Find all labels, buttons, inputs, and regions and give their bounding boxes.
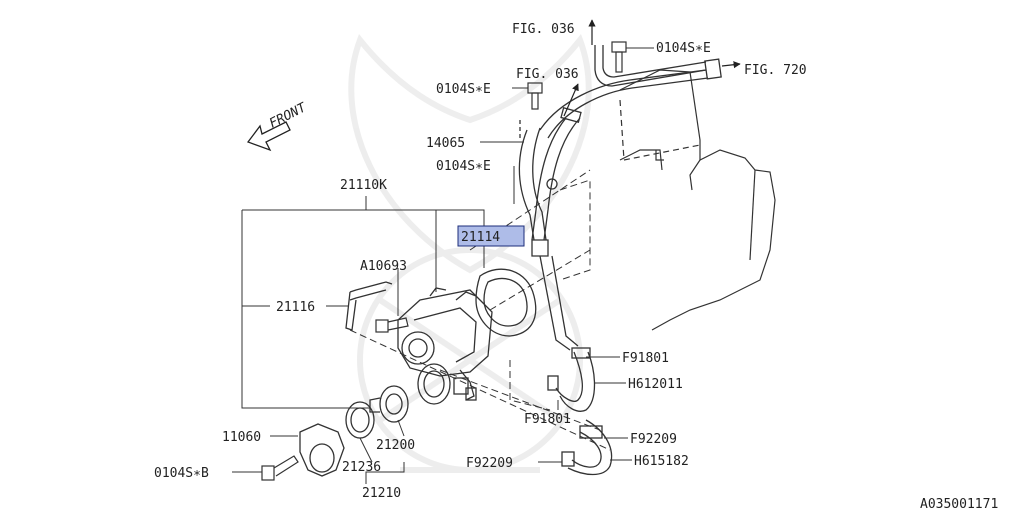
engine-block [619, 69, 776, 331]
svg-text:A10693: A10693 [360, 259, 407, 274]
svg-text:0104S∗B: 0104S∗B [154, 466, 209, 481]
callout-21110k[interactable]: 21110K [340, 178, 387, 193]
svg-text:F91801: F91801 [622, 351, 669, 366]
callout-0104s-e-top[interactable]: 0104S∗E [656, 41, 711, 56]
callout-21114-highlighted[interactable]: 21114 [457, 225, 525, 247]
water-pipe-14065 [518, 107, 582, 351]
pipe-21116 [345, 281, 393, 331]
bolt-bottom-icon [261, 455, 299, 481]
callout-0104s-e-mid[interactable]: 0104S∗E [436, 82, 491, 97]
callout-f91801-lower[interactable]: F91801 [524, 412, 571, 427]
coolant-pipe-upper [539, 45, 722, 139]
thermostat-cover-11060 [299, 423, 345, 477]
svg-text:FIG. 036: FIG. 036 [516, 67, 579, 82]
callout-h612011[interactable]: H612011 [628, 377, 683, 392]
svg-text:21110K: 21110K [340, 178, 387, 193]
svg-text:FIG. 036: FIG. 036 [512, 22, 575, 37]
svg-text:F92209: F92209 [630, 432, 677, 447]
callout-0104s-b[interactable]: 0104S∗B [154, 466, 209, 481]
callout-11060[interactable]: 11060 [222, 430, 261, 445]
image-code: A035001171 [920, 497, 998, 512]
arrow-fig720 [721, 61, 741, 69]
callout-21116[interactable]: 21116 [276, 300, 315, 315]
front-arrow-icon [246, 121, 291, 152]
watermark-emblem [348, 34, 592, 473]
svg-text:21200: 21200 [376, 438, 415, 453]
svg-text:H615182: H615182 [634, 454, 689, 469]
highlight-box [457, 225, 525, 247]
callout-14065[interactable]: 14065 [426, 136, 465, 151]
svg-text:0104S∗E: 0104S∗E [656, 41, 711, 56]
callout-21200[interactable]: 21200 [376, 438, 415, 453]
callout-fig036-top[interactable]: FIG. 036 [512, 22, 575, 37]
svg-text:0104S∗E: 0104S∗E [436, 159, 491, 174]
pump-seal-ring [417, 363, 451, 405]
svg-text:0104S∗E: 0104S∗E [436, 82, 491, 97]
callout-fig036-mid[interactable]: FIG. 036 [516, 67, 579, 82]
callout-f91801-upper[interactable]: F91801 [622, 351, 669, 366]
svg-text:21116: 21116 [276, 300, 315, 315]
svg-text:11060: 11060 [222, 430, 261, 445]
callout-h615182[interactable]: H615182 [634, 454, 689, 469]
callout-21210[interactable]: 21210 [362, 486, 401, 501]
svg-text:21210: 21210 [362, 486, 401, 501]
callout-21236[interactable]: 21236 [342, 460, 381, 475]
thermostat-21200 [369, 385, 409, 423]
callout-fig720[interactable]: FIG. 720 [744, 63, 807, 78]
arrow-fig036b [563, 83, 579, 117]
svg-text:FIG. 720: FIG. 720 [744, 63, 807, 78]
water-pump-body [397, 287, 493, 401]
bolt-top-icon [611, 41, 627, 73]
callout-leaders [232, 47, 654, 484]
assembly-bracket-21110k [241, 196, 485, 409]
svg-text:21114: 21114 [461, 230, 500, 245]
svg-text:F92209: F92209 [466, 456, 513, 471]
callout-f92209-left[interactable]: F92209 [466, 456, 513, 471]
svg-text:H612011: H612011 [628, 377, 683, 392]
svg-text:14065: 14065 [426, 136, 465, 151]
gasket-21236 [345, 401, 375, 439]
hose-h612011 [547, 347, 596, 412]
svg-text:F91801: F91801 [524, 412, 571, 427]
hose-h615182 [561, 419, 613, 476]
callout-f92209-right[interactable]: F92209 [630, 432, 677, 447]
callout-a10693[interactable]: A10693 [360, 259, 407, 274]
bolt-a10693-icon [375, 317, 409, 333]
svg-text:21236: 21236 [342, 460, 381, 475]
gasket-21114 [475, 268, 537, 337]
callout-0104s-e-lower[interactable]: 0104S∗E [436, 159, 491, 174]
